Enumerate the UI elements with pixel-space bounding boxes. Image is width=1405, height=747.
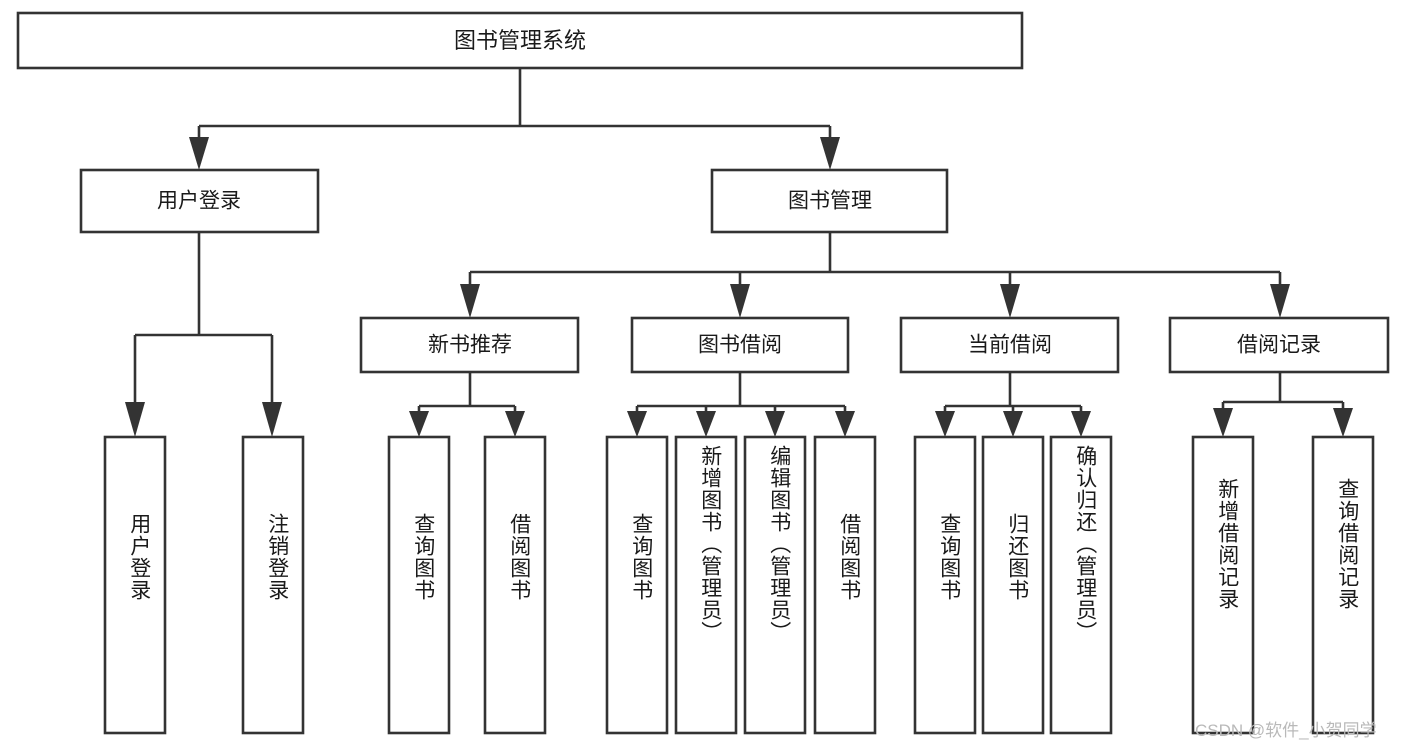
arrow-down-icon	[1071, 411, 1091, 437]
node-label: 新书推荐	[428, 334, 512, 357]
csdn-watermark: CSDN @软件_小贺同学	[1195, 721, 1377, 740]
arrow-down-icon	[820, 137, 840, 170]
leaf-box-query-book-1[interactable]	[387, 435, 451, 735]
node-label: 图书管理	[788, 190, 872, 213]
leaf-box-user-login[interactable]	[103, 435, 167, 735]
arrow-down-icon	[262, 402, 282, 437]
connector-borrowrecord-to-leaves	[1213, 372, 1353, 437]
arrow-down-icon	[1000, 284, 1020, 318]
leaf-box-query-book-3[interactable]	[913, 435, 977, 735]
arrow-down-icon	[505, 411, 525, 437]
arrow-down-icon	[765, 411, 785, 437]
leaf-box-return-book[interactable]	[981, 435, 1045, 735]
leaf-box-borrow-book-1[interactable]	[483, 435, 547, 735]
arrow-down-icon	[1333, 408, 1353, 437]
node-box	[16, 11, 1024, 70]
arrow-down-icon	[730, 284, 750, 318]
connector-bookmanage-to-level3	[460, 232, 1290, 318]
connector-newbook-to-leaves	[409, 372, 525, 437]
node-box	[710, 168, 949, 234]
arrow-down-icon	[189, 137, 209, 170]
leaf-box-confirm-return-admin[interactable]	[1049, 435, 1113, 735]
leaf-box-add-borrow-record[interactable]	[1191, 435, 1255, 735]
node-book-borrow[interactable]: 图书借阅	[630, 316, 850, 374]
leaf-box-borrow-book-2[interactable]	[813, 435, 877, 735]
node-box	[1168, 316, 1390, 374]
arrow-down-icon	[125, 402, 145, 437]
node-current-borrow[interactable]: 当前借阅	[899, 316, 1120, 374]
arrow-down-icon	[409, 411, 429, 437]
arrow-down-icon	[1003, 411, 1023, 437]
node-box	[630, 316, 850, 374]
node-label: 当前借阅	[968, 334, 1052, 357]
arrow-down-icon	[935, 411, 955, 437]
node-label: 借阅记录	[1237, 334, 1321, 357]
leaf-box-logout-login[interactable]	[241, 435, 305, 735]
arrow-down-icon	[627, 411, 647, 437]
leaf-box-query-book-2[interactable]	[605, 435, 669, 735]
arrow-down-icon	[835, 411, 855, 437]
node-user-login[interactable]: 用户登录	[79, 168, 320, 234]
connector-bookborrow-to-leaves	[627, 372, 855, 437]
node-box	[79, 168, 320, 234]
leaf-box-add-book-admin[interactable]	[674, 435, 738, 735]
arrow-down-icon	[460, 284, 480, 318]
node-borrow-record[interactable]: 借阅记录	[1168, 316, 1390, 374]
node-book-manage[interactable]: 图书管理	[710, 168, 949, 234]
arrow-down-icon	[696, 411, 716, 437]
node-new-book-recommend[interactable]: 新书推荐	[359, 316, 580, 374]
connector-userlogin-to-leaves	[125, 232, 282, 437]
node-box	[899, 316, 1120, 374]
leaf-box-edit-book-admin[interactable]	[743, 435, 807, 735]
node-label: 图书借阅	[698, 334, 782, 357]
arrow-down-icon	[1213, 408, 1233, 437]
node-box	[359, 316, 580, 374]
connector-currentborrow-to-leaves	[935, 372, 1091, 437]
leaf-box-query-borrow-record[interactable]	[1311, 435, 1375, 735]
connector-root-to-level2	[189, 68, 840, 170]
node-label: 用户登录	[157, 190, 241, 213]
arrow-down-icon	[1270, 284, 1290, 318]
node-label: 图书管理系统	[454, 28, 586, 53]
node-root[interactable]: 图书管理系统	[16, 11, 1024, 70]
